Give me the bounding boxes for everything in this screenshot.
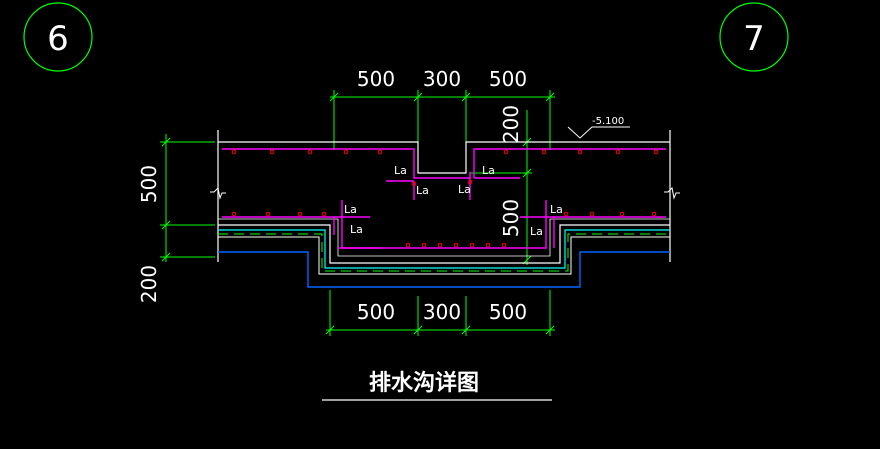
left-dim-upper: 500 — [137, 165, 161, 203]
top-dim-middle: 300 — [423, 67, 461, 91]
inner-dim-channel-depth: 200 — [499, 105, 523, 143]
inner-dim-trench-depth: 500 — [499, 199, 523, 237]
break-marks — [210, 186, 680, 200]
anchor-label-4: La — [458, 183, 471, 196]
left-dimension-line — [160, 134, 215, 262]
anchor-label-8: La — [530, 225, 543, 238]
top-dim-left: 500 — [357, 67, 395, 91]
anchor-label-3: La — [482, 164, 495, 177]
axis-marker-right: 7 — [719, 2, 789, 72]
anchor-label-7: La — [550, 203, 563, 216]
axis-label-left: 6 — [47, 19, 69, 59]
axis-marker-left: 6 — [23, 2, 93, 72]
axis-circle-right — [719, 2, 789, 72]
left-dim-lower: 200 — [137, 265, 161, 303]
anchor-label-1: La — [394, 164, 407, 177]
bottom-dim-left: 500 — [357, 300, 395, 324]
axis-circle-left — [23, 2, 93, 72]
bottom-dim-right: 500 — [489, 300, 527, 324]
slab-outline — [217, 130, 671, 264]
anchor-label-5: La — [344, 203, 357, 216]
anchor-label-2: La — [416, 184, 429, 197]
drawing-title: 排水沟详图 — [369, 370, 479, 396]
rebar-dots — [231, 149, 659, 248]
top-dimension-line — [329, 90, 555, 150]
anchor-label-6: La — [350, 223, 363, 236]
top-dim-right: 500 — [489, 67, 527, 91]
waterproof-layers — [218, 229, 670, 288]
axis-label-right: 7 — [743, 19, 765, 59]
elevation-marker — [567, 126, 630, 139]
bottom-dimension-line — [325, 290, 555, 336]
bottom-dim-middle: 300 — [423, 300, 461, 324]
elevation-label: -5.100 — [592, 116, 624, 127]
rebar-lines — [222, 148, 666, 249]
